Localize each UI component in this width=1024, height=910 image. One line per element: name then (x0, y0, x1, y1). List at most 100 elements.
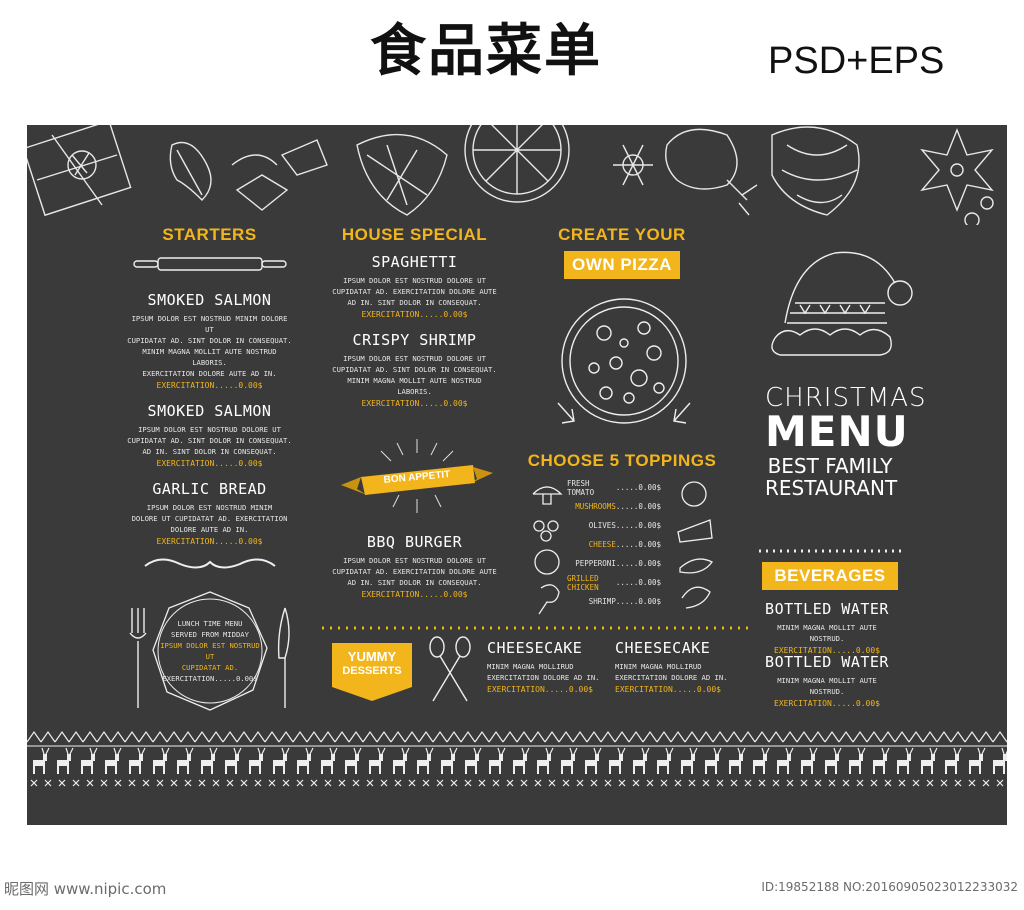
item-title: SPAGHETTI (371, 253, 458, 271)
item-desc: Ipsum dolor est nostrud minim (146, 503, 273, 512)
item-price: Exercitation.....0.00$ (156, 381, 263, 390)
topping-name: Grilled chicken (567, 573, 599, 592)
reindeer-icon (705, 747, 722, 774)
topping-illustrations-right (677, 481, 713, 609)
topping-price: .....0.00$ (615, 578, 661, 587)
item-desc: cupidatat ad. Sint dolor in consequat. (127, 336, 292, 345)
crossed-spoons-icon (429, 636, 471, 702)
item-desc: Minim magna mollit aute nostrud. (777, 623, 877, 643)
house-special-column: HOUSE SPECIAL SPAGHETTI Ipsum dolor est … (332, 225, 497, 408)
starter-item-3: GARLIC BREAD Ipsum dolor est nostrud min… (127, 480, 292, 546)
house-item-1: SPAGHETTI Ipsum dolor est nostrud dolore… (332, 253, 497, 319)
pine-cone-icon (356, 133, 448, 216)
chicken-drumstick-icon (538, 584, 560, 615)
item-price: Exercitation.....0.00$ (774, 646, 880, 655)
reindeer-icon (585, 747, 602, 774)
reindeer-icon (873, 747, 890, 774)
reindeer-icon (777, 747, 794, 774)
item-title: BBQ BURGER (366, 533, 463, 551)
house-item-2: CRISPY SHRIMP Ipsum dolor est nostrud do… (332, 331, 497, 408)
starter-item-1: SMOKED SALMON Ipsum dolor est nostrud mi… (127, 291, 292, 390)
toppings-list: Fresh tomato.....0.00$ Mushrooms.....0.0… (567, 478, 661, 611)
item-desc: ad in. Sint dolor in consequat. (142, 447, 277, 456)
reindeer-icon (105, 747, 122, 774)
lunch-line: cupidatat ad. (181, 663, 239, 672)
reindeer-icon (33, 747, 50, 774)
pasta-bow-icon (231, 139, 328, 211)
item-title: CHEESECAKE (615, 639, 711, 657)
lunch-line: Lunch time menu (177, 619, 243, 628)
reindeer-icon (657, 747, 674, 774)
reindeer-icon (225, 747, 242, 774)
reindeer-icon (561, 747, 578, 774)
item-title: SMOKED SALMON (147, 402, 272, 420)
item-title: CRISPY SHRIMP (352, 331, 477, 349)
own-pizza-badge: OWN PIZZA (564, 251, 680, 279)
berries-icon (964, 196, 994, 225)
topping-row: Fresh tomato.....0.00$ (567, 478, 661, 497)
topping-row: Mushrooms.....0.00$ (567, 497, 661, 516)
lunch-line: Ipsum dolor est nostrud ut (160, 641, 260, 661)
item-price: Exercitation.....0.00$ (774, 699, 880, 708)
reindeer-icon (681, 747, 698, 774)
item-price: Exercitation.....0.00$ (361, 310, 468, 319)
reindeer-icon (249, 747, 266, 774)
reindeer-icon (345, 747, 362, 774)
item-desc: Ipsum dolor est nostrud dolore ut (343, 556, 486, 565)
item-desc: cupidatat ad. Exercitation dolore aute (332, 287, 497, 296)
item-title: CHEESECAKE (487, 639, 583, 657)
reindeer-icon (849, 747, 866, 774)
lunch-price: Exercitation.....0.00$ (162, 674, 258, 683)
lunch-card: Lunch time menu served from midday Ipsum… (149, 590, 271, 712)
knife-icon (277, 607, 290, 708)
reindeer-icon (369, 747, 386, 774)
topping-row: Grilled chicken .....0.00$ (567, 573, 661, 592)
starters-heading: STARTERS (162, 225, 257, 244)
reindeer-icon (201, 747, 218, 774)
reindeer-icon (153, 747, 170, 774)
reindeer-icon (489, 747, 506, 774)
starter-item-2: SMOKED SALMON Ipsum dolor est nostrud do… (127, 402, 292, 468)
shrimp-icon (681, 586, 711, 609)
lemon-slice-icon (464, 125, 570, 203)
snowflake-icon (613, 144, 653, 186)
fork-icon (129, 608, 147, 708)
reindeer-icon (321, 747, 338, 774)
star-anise-icon (920, 128, 994, 212)
reindeer-icon (393, 747, 410, 774)
reindeer-icon (729, 747, 746, 774)
item-title: GARLIC BREAD (152, 480, 267, 498)
item-desc: Minim magna mollirud (487, 662, 574, 671)
item-desc: Ipsum dolor est nostrud dolore ut (343, 354, 486, 363)
reindeer-icon (969, 747, 986, 774)
mustache-divider-icon (143, 558, 276, 569)
topping-price: .....0.00$ (615, 597, 661, 606)
house-item-3: BBQ BURGER Ipsum dolor est nostrud dolor… (332, 523, 497, 599)
tomato-icon (681, 481, 707, 507)
item-desc: Minim magna mollit aute nostrud laboris. (142, 347, 277, 367)
topping-name: Pepperoni (575, 559, 616, 568)
pizza-icon (557, 298, 691, 424)
pizza-column: CREATE YOUR OWN PIZZA (527, 225, 717, 279)
reindeer-icon (297, 747, 314, 774)
yummy-desserts-badge: YUMMY DESSERTS (332, 643, 412, 701)
reindeer-icon (57, 747, 74, 774)
topping-price: .....0.00$ (615, 502, 661, 511)
item-desc: cupidatat ad. Sint dolor in consequat. (332, 365, 497, 374)
yummy-label: YUMMY (347, 649, 397, 664)
topping-price: .....0.00$ (615, 521, 661, 530)
reindeer-icon (753, 747, 770, 774)
cheese-icon (677, 519, 713, 543)
topping-price: .....0.00$ (615, 483, 661, 492)
topping-illustrations-left (532, 486, 563, 615)
item-desc: dolore ut cupidatat ad. Exercitation (131, 514, 288, 523)
chicken-leg-icon (665, 128, 758, 216)
reindeer-icon (465, 747, 482, 774)
watermark-left: 昵图网 www.nipic.com (4, 880, 167, 898)
reindeer-icon (177, 747, 194, 774)
item-desc: Exercitation dolore ad in. (615, 673, 728, 682)
topping-row: Olives.....0.00$ (567, 516, 661, 535)
dessert-item-2: CHEESECAKE Minim magna mollirud Exercita… (615, 627, 740, 694)
reindeer-icon (441, 747, 458, 774)
best-family-line: BEST FAMILY (767, 454, 893, 478)
